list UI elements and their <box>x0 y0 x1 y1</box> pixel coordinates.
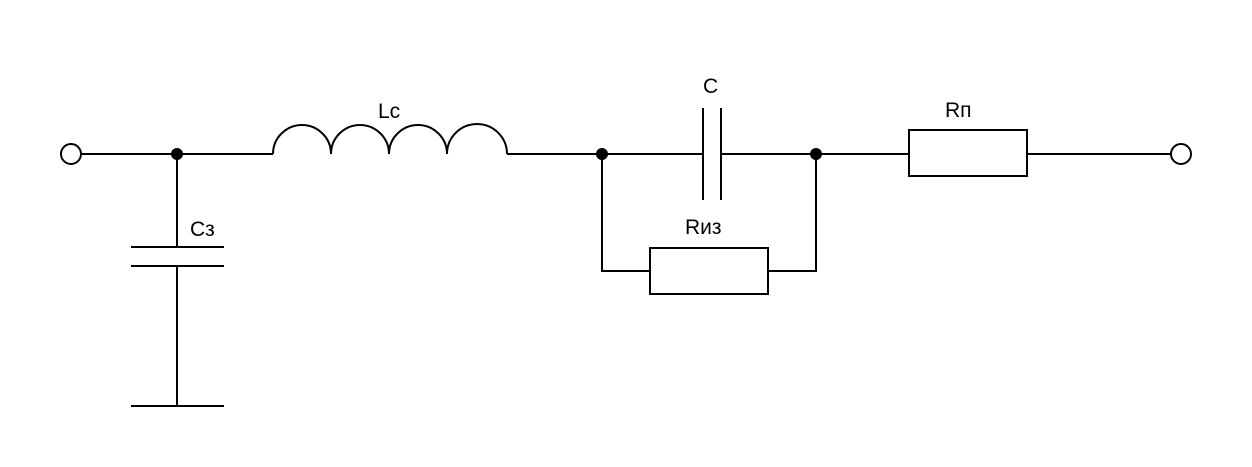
leakage-resistor-label: Rиз <box>685 216 722 239</box>
leakage-resistor-body <box>649 247 769 295</box>
inductor-label: Lс <box>378 100 400 123</box>
leakage-resistor <box>601 154 817 295</box>
series-resistor-body <box>908 129 1028 177</box>
output-terminal <box>1170 143 1192 165</box>
leakage-resistor-right-lead <box>768 154 817 272</box>
shunt-capacitor <box>131 154 224 407</box>
input-terminal <box>60 143 82 165</box>
leakage-resistor-left-lead <box>601 154 650 272</box>
series-capacitor <box>602 108 816 200</box>
series-resistor-label: Rп <box>945 99 972 122</box>
shunt-capacitor-label: Сз <box>190 218 215 241</box>
series-capacitor-label: С <box>703 75 718 98</box>
inductor-coil <box>272 123 508 155</box>
